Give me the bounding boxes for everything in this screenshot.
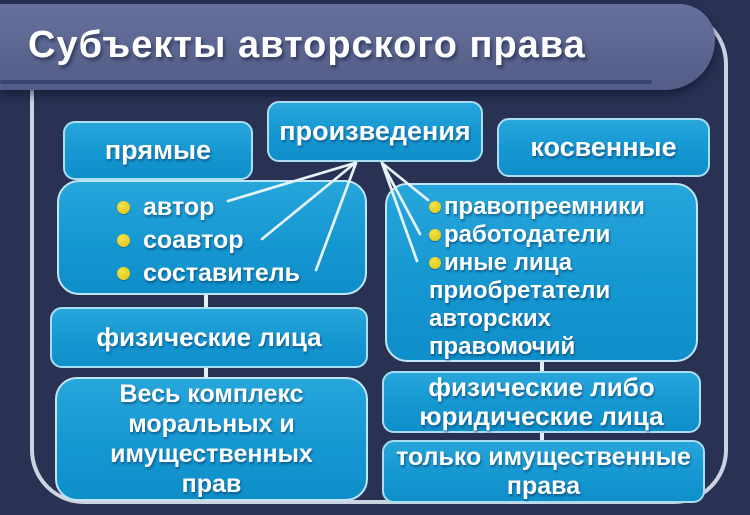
list-item-continuation: приобретатели [429, 277, 610, 305]
list-item: иные лица [429, 249, 572, 277]
rights-line: только имущественные [396, 442, 691, 471]
box-indirect-rights: только имущественные права [382, 440, 705, 503]
bullet-dot-icon [429, 229, 441, 241]
box-direct-members: автор соавтор составитель [57, 180, 367, 295]
box-direct-subjects: прямые [63, 121, 253, 180]
nature-line: физические либо [428, 372, 655, 402]
box-direct-label: прямые [104, 135, 212, 165]
list-item-label: работодатели [444, 221, 611, 248]
box-indirect-label: косвенные [530, 132, 677, 162]
list-item-label: составитель [143, 259, 301, 287]
list-item-label: автор [143, 193, 215, 221]
box-indirect-members: правопреемники работодатели иные лица пр… [385, 183, 698, 362]
bullet-dot-icon [117, 201, 130, 214]
list-item: соавтор [117, 224, 244, 257]
title-banner: Субъекты авторского права [0, 4, 715, 90]
box-direct-rights: Весь комплекс моральных и имущественных … [55, 377, 368, 501]
rights-line: права [506, 471, 581, 500]
box-direct-nature-label: физические лица [96, 322, 322, 352]
list-item-label: соавтор [143, 226, 244, 254]
bullet-dot-icon [117, 234, 130, 247]
connector-line [204, 364, 208, 380]
list-item-label: правомочий [429, 333, 576, 360]
bullet-dot-icon [429, 201, 441, 213]
list-item: автор [117, 191, 214, 224]
rights-line: моральных и [128, 410, 295, 438]
rights-line: имущественных [110, 440, 313, 468]
box-indirect-subjects: косвенные [497, 118, 710, 177]
bullet-dot-icon [117, 267, 130, 280]
connector-line [204, 292, 208, 310]
list-item-continuation: авторских [429, 305, 551, 333]
list-item-continuation: правомочий [429, 333, 575, 361]
box-direct-nature: физические лица [50, 307, 368, 368]
rights-line: Весь комплекс [119, 380, 304, 408]
list-item: правопреемники [429, 193, 645, 221]
connector-line [540, 429, 544, 443]
connector-line [540, 358, 544, 374]
list-item-label: приобретатели [429, 277, 611, 304]
nature-line: юридические лица [419, 401, 664, 431]
box-works-label: произведения [279, 116, 471, 146]
page-title: Субъекты авторского права [28, 24, 586, 66]
box-works: произведения [267, 101, 483, 162]
rights-line: прав [181, 470, 242, 498]
title-underline [0, 80, 652, 84]
list-item-label: иные лица [444, 249, 573, 276]
list-item: работодатели [429, 221, 610, 249]
bullet-dot-icon [429, 257, 441, 269]
list-item-label: авторских [429, 305, 552, 332]
box-indirect-nature: физические либо юридические лица [382, 371, 701, 433]
list-item: составитель [117, 257, 300, 290]
list-item-label: правопреемники [444, 193, 645, 220]
